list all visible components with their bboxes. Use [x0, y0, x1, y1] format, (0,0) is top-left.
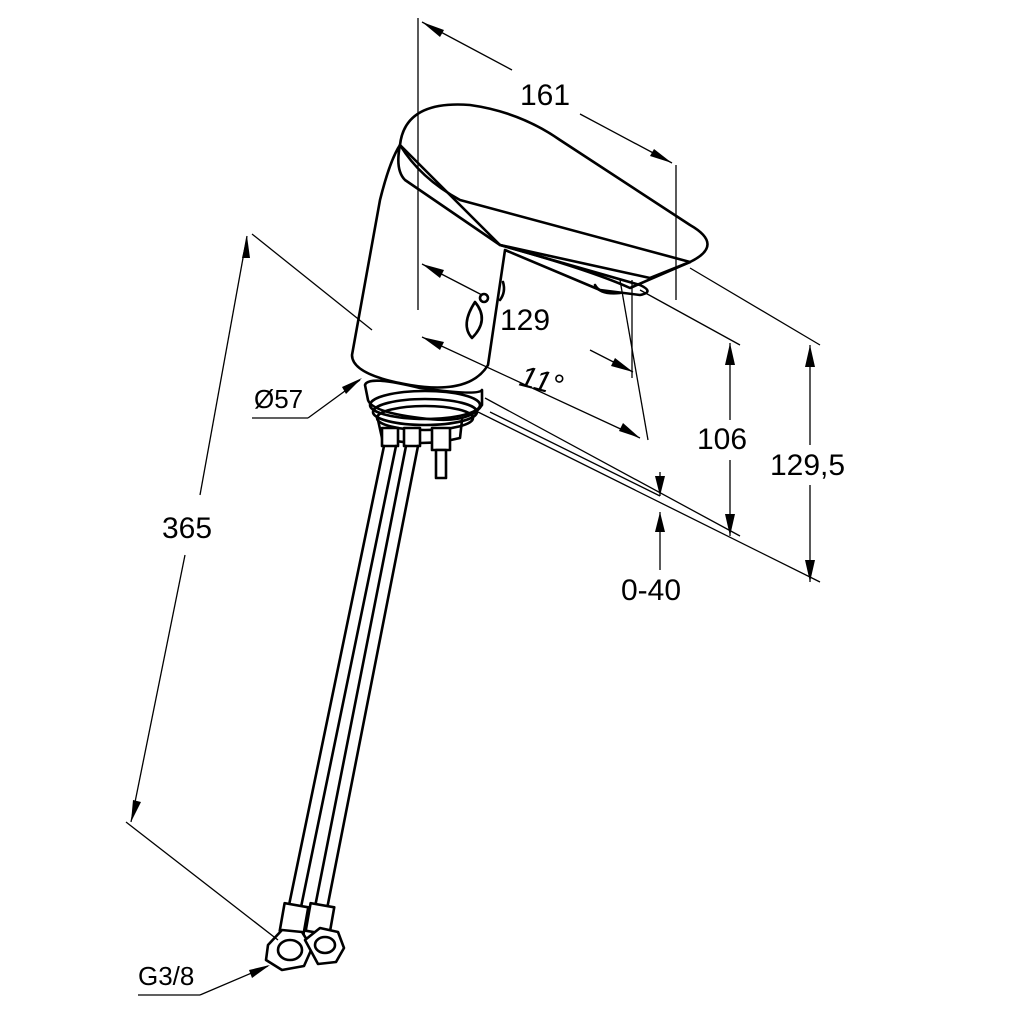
dim-label-129: 129 — [500, 304, 550, 337]
dim-label-365: 365 — [162, 512, 212, 545]
dim-label-129-5: 129,5 — [770, 449, 845, 482]
dim-label-106: 106 — [697, 423, 747, 456]
dimension-129: 129 — [421, 263, 634, 378]
faucet-column — [350, 143, 649, 389]
sensor-icon — [465, 300, 484, 340]
supply-hoses — [264, 426, 422, 972]
dimension-161: 161 — [417, 18, 677, 310]
dim-label-thread: G3/8 — [138, 961, 194, 991]
faucet-body — [350, 103, 709, 389]
dim-label-161: 161 — [520, 79, 570, 112]
dimension-thread: G3/8 — [138, 961, 270, 996]
dimension-deck: 0-40 — [489, 411, 681, 607]
dim-label-angle: 11° — [516, 360, 566, 403]
dim-label-diameter: Ø57 — [254, 384, 303, 414]
spout-underside — [498, 243, 692, 290]
dimension-heights: 106 129,5 — [477, 267, 845, 583]
dimension-365: 365 — [125, 233, 373, 941]
dimension-diameter: Ø57 — [252, 378, 362, 419]
spout-top — [398, 103, 709, 280]
dim-label-0-40: 0-40 — [621, 574, 681, 607]
